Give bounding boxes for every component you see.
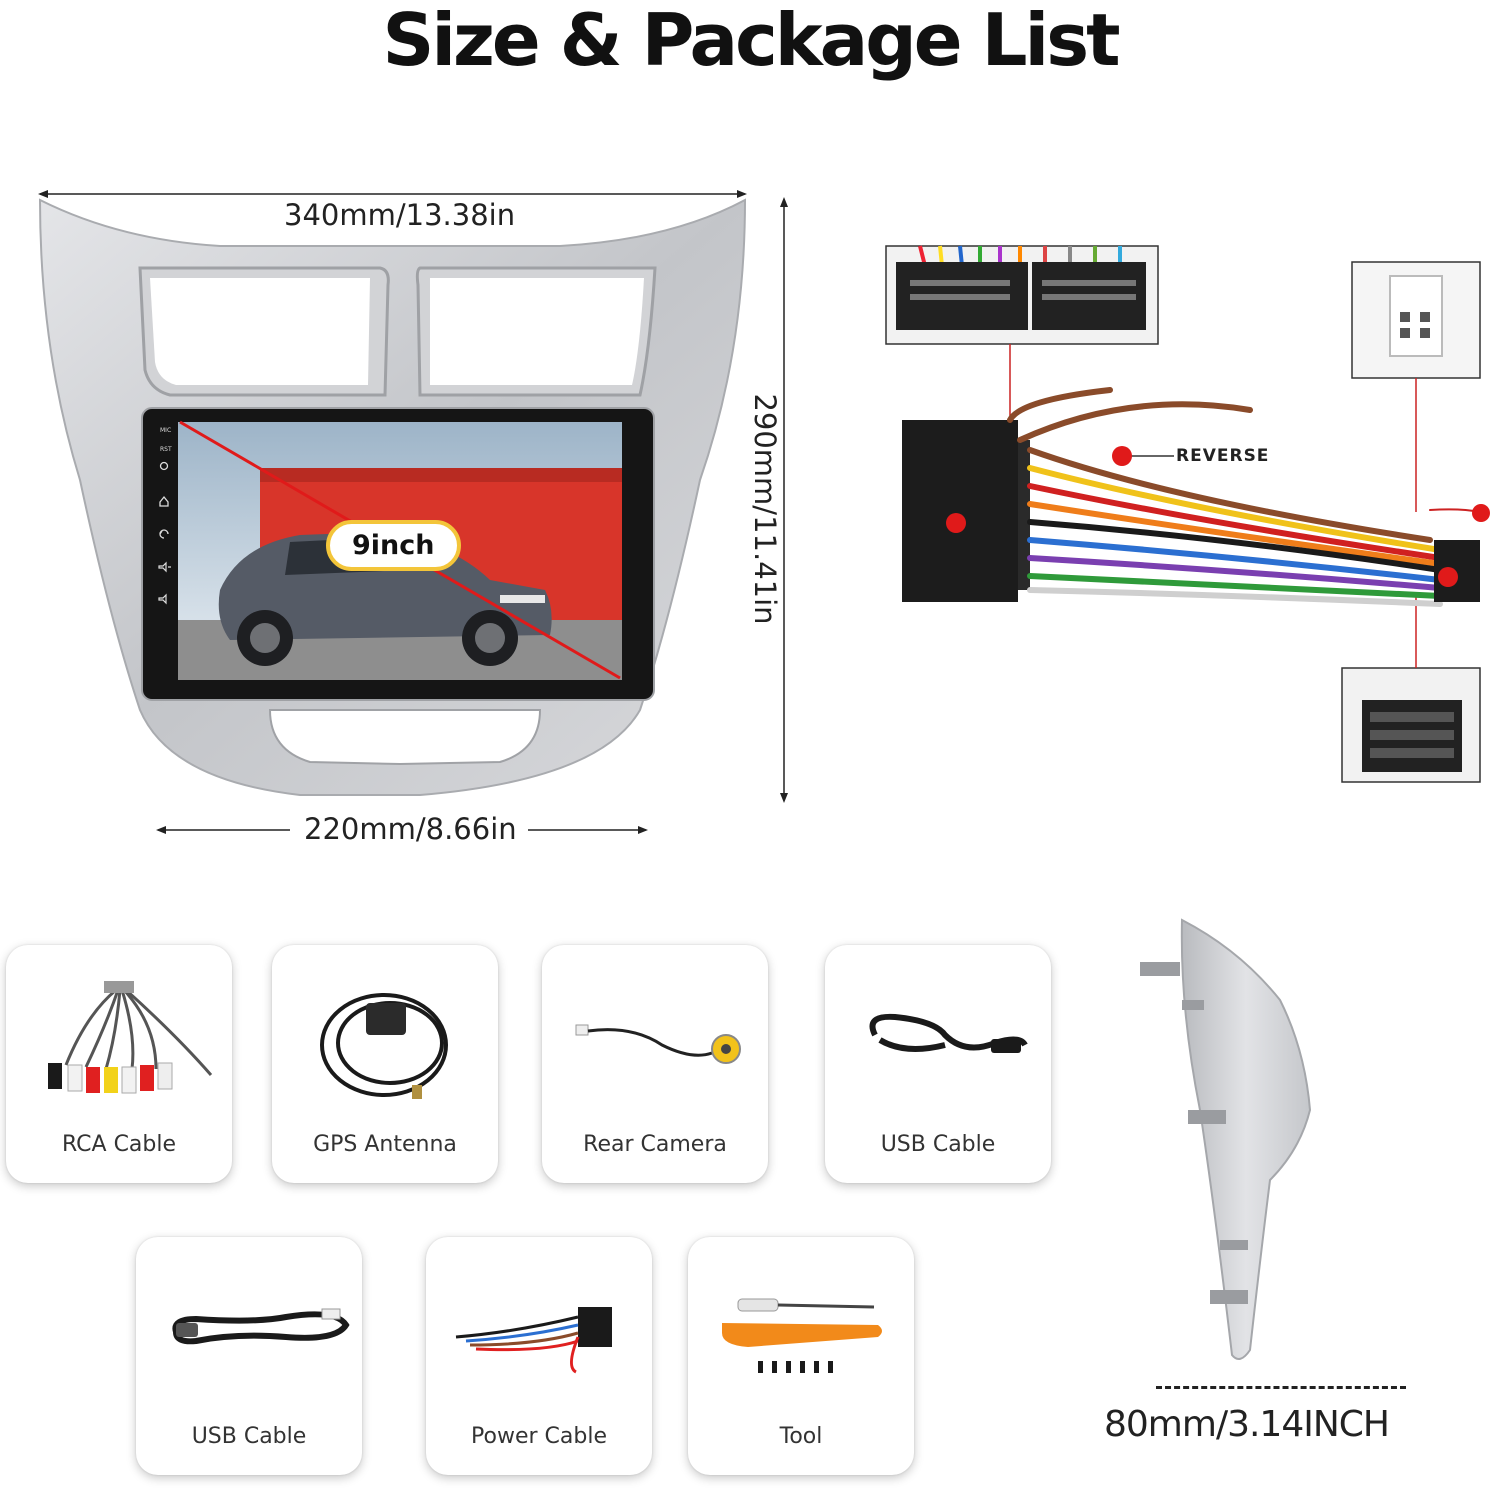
reverse-wire-label: REVERSE	[1176, 446, 1270, 466]
package-card-usb-cable-1: USB Cable	[825, 945, 1051, 1183]
usb-cable-icon	[869, 1013, 1028, 1053]
frame-side-profile	[1140, 918, 1312, 1360]
rca-cable-icon	[48, 981, 213, 1094]
head-unit-illustration: MIC RST	[38, 190, 788, 834]
tool-kit-icon	[722, 1298, 882, 1373]
power-icon	[159, 461, 169, 471]
height-label: 290mm/11.41in	[748, 393, 782, 625]
home-icon	[159, 495, 169, 507]
bottom-width-label: 220mm/8.66in	[298, 812, 523, 846]
svg-text:MIC: MIC	[160, 427, 171, 434]
package-label: Rear Camera	[583, 1132, 727, 1157]
depth-dimension-line	[1156, 1386, 1406, 1389]
package-card-gps-antenna: GPS Antenna	[272, 945, 498, 1183]
package-label: Power Cable	[471, 1424, 607, 1449]
package-label: Tool	[779, 1424, 823, 1449]
package-label: USB Cable	[880, 1132, 996, 1157]
volume-down-icon	[158, 593, 167, 605]
package-label: RCA Cable	[61, 1132, 177, 1157]
package-card-tool: Tool	[688, 1237, 914, 1475]
volume-up-icon	[158, 561, 171, 573]
wiring-harness-illustration	[885, 245, 1490, 783]
depth-label: 80mm/3.14INCH	[1104, 1404, 1390, 1445]
rear-camera-cable-icon	[575, 1024, 741, 1064]
svg-text:RST: RST	[160, 446, 172, 453]
package-card-usb-cable-2: USB Cable	[136, 1237, 362, 1475]
back-icon	[159, 529, 169, 539]
package-label: GPS Antenna	[313, 1132, 457, 1157]
package-card-rear-camera: Rear Camera	[542, 945, 768, 1183]
screen-size-badge: 9inch	[326, 520, 461, 571]
usb-cable-icon	[172, 1308, 350, 1345]
power-cable-icon	[455, 1307, 612, 1374]
top-width-label: 340mm/13.38in	[280, 198, 520, 232]
package-card-power-cable: Power Cable	[426, 1237, 652, 1475]
page-title: Size & Package List	[382, 0, 1120, 82]
gps-antenna-icon	[320, 993, 448, 1099]
package-label: USB Cable	[191, 1424, 307, 1449]
package-card-rca-cable: RCA Cable	[6, 945, 232, 1183]
main-harness-connector	[902, 420, 1018, 602]
